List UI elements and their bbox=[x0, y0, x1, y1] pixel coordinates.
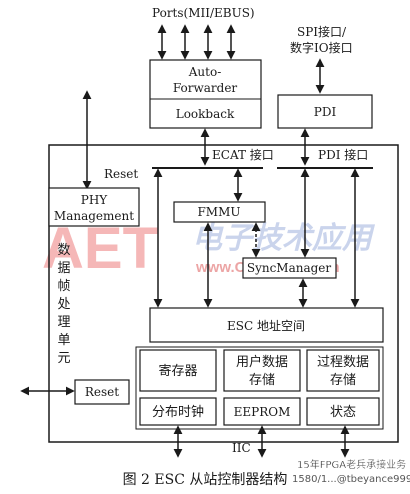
reset-box bbox=[74, 379, 130, 405]
registers-box bbox=[139, 349, 217, 392]
user-data-label-2: 存储 bbox=[249, 373, 275, 388]
spi-label-line2: 数字IO接口 bbox=[290, 40, 353, 55]
figure-caption: 图 2 ESC 从站控制器结构 bbox=[123, 472, 288, 488]
auto-forwarder-label-1: Auto- bbox=[188, 65, 222, 79]
chinese-logo-watermark: 电子技术应用 bbox=[192, 221, 376, 256]
status-label: 状态 bbox=[330, 405, 356, 420]
user-data-box bbox=[223, 349, 301, 392]
pdi-interface-label: PDI 接口 bbox=[318, 147, 368, 162]
eeprom-label: EEPROM bbox=[234, 405, 291, 419]
process-data-label-1: 过程数据 bbox=[317, 355, 369, 370]
phy-management-box bbox=[48, 187, 140, 227]
fmmu-box bbox=[173, 201, 266, 223]
frame-processing-unit-label: 数 据 帧 处 理 单 元 bbox=[57, 243, 70, 366]
distributed-clock-label: 分布时钟 bbox=[152, 404, 204, 420]
process-data-box bbox=[306, 349, 380, 392]
fpu-char-6: 单 bbox=[57, 333, 70, 348]
auto-forwarder-label-2: Forwarder bbox=[173, 81, 238, 95]
fpu-char-1: 数 bbox=[57, 243, 70, 258]
phy-label-1: PHY bbox=[81, 193, 109, 207]
fpu-char-5: 理 bbox=[57, 315, 70, 330]
fpu-char-2: 据 bbox=[57, 261, 70, 276]
distributed-clock-box bbox=[139, 397, 217, 426]
phy-label-2: Management bbox=[54, 209, 134, 223]
auto-forwarder-box bbox=[149, 59, 262, 129]
lookback-label: Lookback bbox=[176, 107, 235, 121]
fmmu-label: FMMU bbox=[197, 205, 240, 219]
sync-manager-label: SyncManager bbox=[247, 261, 332, 275]
aet-logo-watermark: AET bbox=[42, 216, 158, 281]
spi-label-line1: SPI接口/ bbox=[297, 24, 347, 39]
esc-address-space-label: ESC 地址空间 bbox=[227, 319, 305, 333]
pdi-box bbox=[277, 94, 373, 129]
forum-watermark-line2: 1580/1...@tbeyance999 bbox=[292, 474, 410, 485]
esc-address-space-box bbox=[149, 307, 384, 343]
iic-label: IIC bbox=[232, 441, 251, 455]
forum-watermark: 15年FPGA老兵承接业务 1580/1...@tbeyance999 bbox=[292, 458, 410, 485]
ports-label: Ports(MII/EBUS) bbox=[152, 6, 255, 20]
user-data-label-1: 用户数据 bbox=[236, 354, 288, 370]
process-data-label-2: 存储 bbox=[330, 373, 356, 388]
reset-top-label: Reset bbox=[104, 167, 138, 181]
ecat-interface-label: ECAT 接口 bbox=[212, 147, 274, 162]
esc-outer-frame bbox=[48, 144, 399, 443]
sync-manager-box bbox=[242, 257, 337, 279]
pdi-label: PDI bbox=[314, 105, 337, 119]
fpu-char-7: 元 bbox=[57, 351, 70, 366]
registers-label: 寄存器 bbox=[158, 363, 197, 379]
status-box bbox=[306, 397, 380, 426]
eeprom-box bbox=[223, 397, 301, 426]
forum-watermark-line1: 15年FPGA老兵承接业务 bbox=[297, 458, 406, 471]
reset-bottom-label: Reset bbox=[85, 385, 119, 399]
fpu-char-4: 处 bbox=[57, 297, 70, 312]
fpu-char-3: 帧 bbox=[57, 279, 70, 294]
